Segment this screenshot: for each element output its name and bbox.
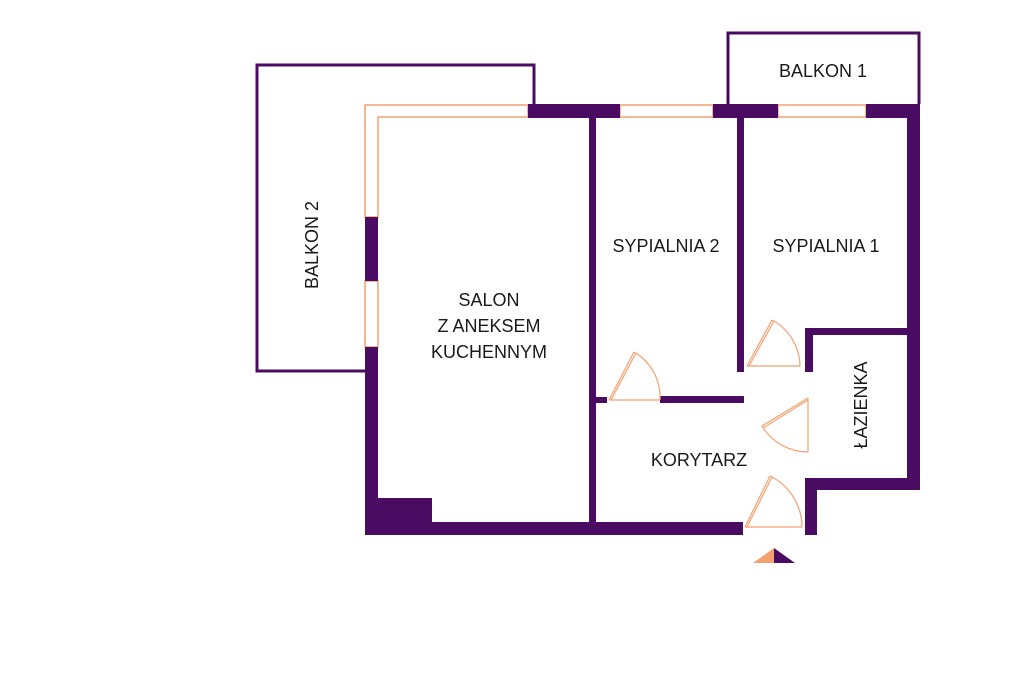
corner-window xyxy=(364,104,529,218)
label-korytarz: KORYTARZ xyxy=(651,450,747,470)
doors xyxy=(608,319,809,528)
label-sypialnia-1: SYPIALNIA 1 xyxy=(772,236,879,256)
door-lazienka[interactable] xyxy=(761,397,809,453)
label-balkon-1: BALKON 1 xyxy=(779,61,867,81)
entrance-arrow-icon xyxy=(753,548,795,563)
balkon-2-outline xyxy=(255,63,536,373)
door-sypialnia-1[interactable] xyxy=(746,319,801,367)
balkon-1-outline xyxy=(726,31,921,104)
window-sypialnia-2 xyxy=(619,104,714,118)
label-salon-3: KUCHENNYM xyxy=(431,342,547,362)
walls xyxy=(365,104,920,535)
window-sypialnia-1 xyxy=(777,104,867,118)
label-sypialnia-2: SYPIALNIA 2 xyxy=(612,236,719,256)
label-salon-1: SALON xyxy=(458,290,519,310)
window-salon-lower xyxy=(364,280,379,348)
door-sypialnia-2[interactable] xyxy=(608,351,661,401)
windows xyxy=(364,104,867,348)
label-balkon-2: BALKON 2 xyxy=(302,201,322,289)
door-entrance[interactable] xyxy=(744,475,803,528)
label-lazienka: ŁAZIENKA xyxy=(851,361,871,448)
label-salon-2: Z ANEKSEM xyxy=(437,316,540,336)
